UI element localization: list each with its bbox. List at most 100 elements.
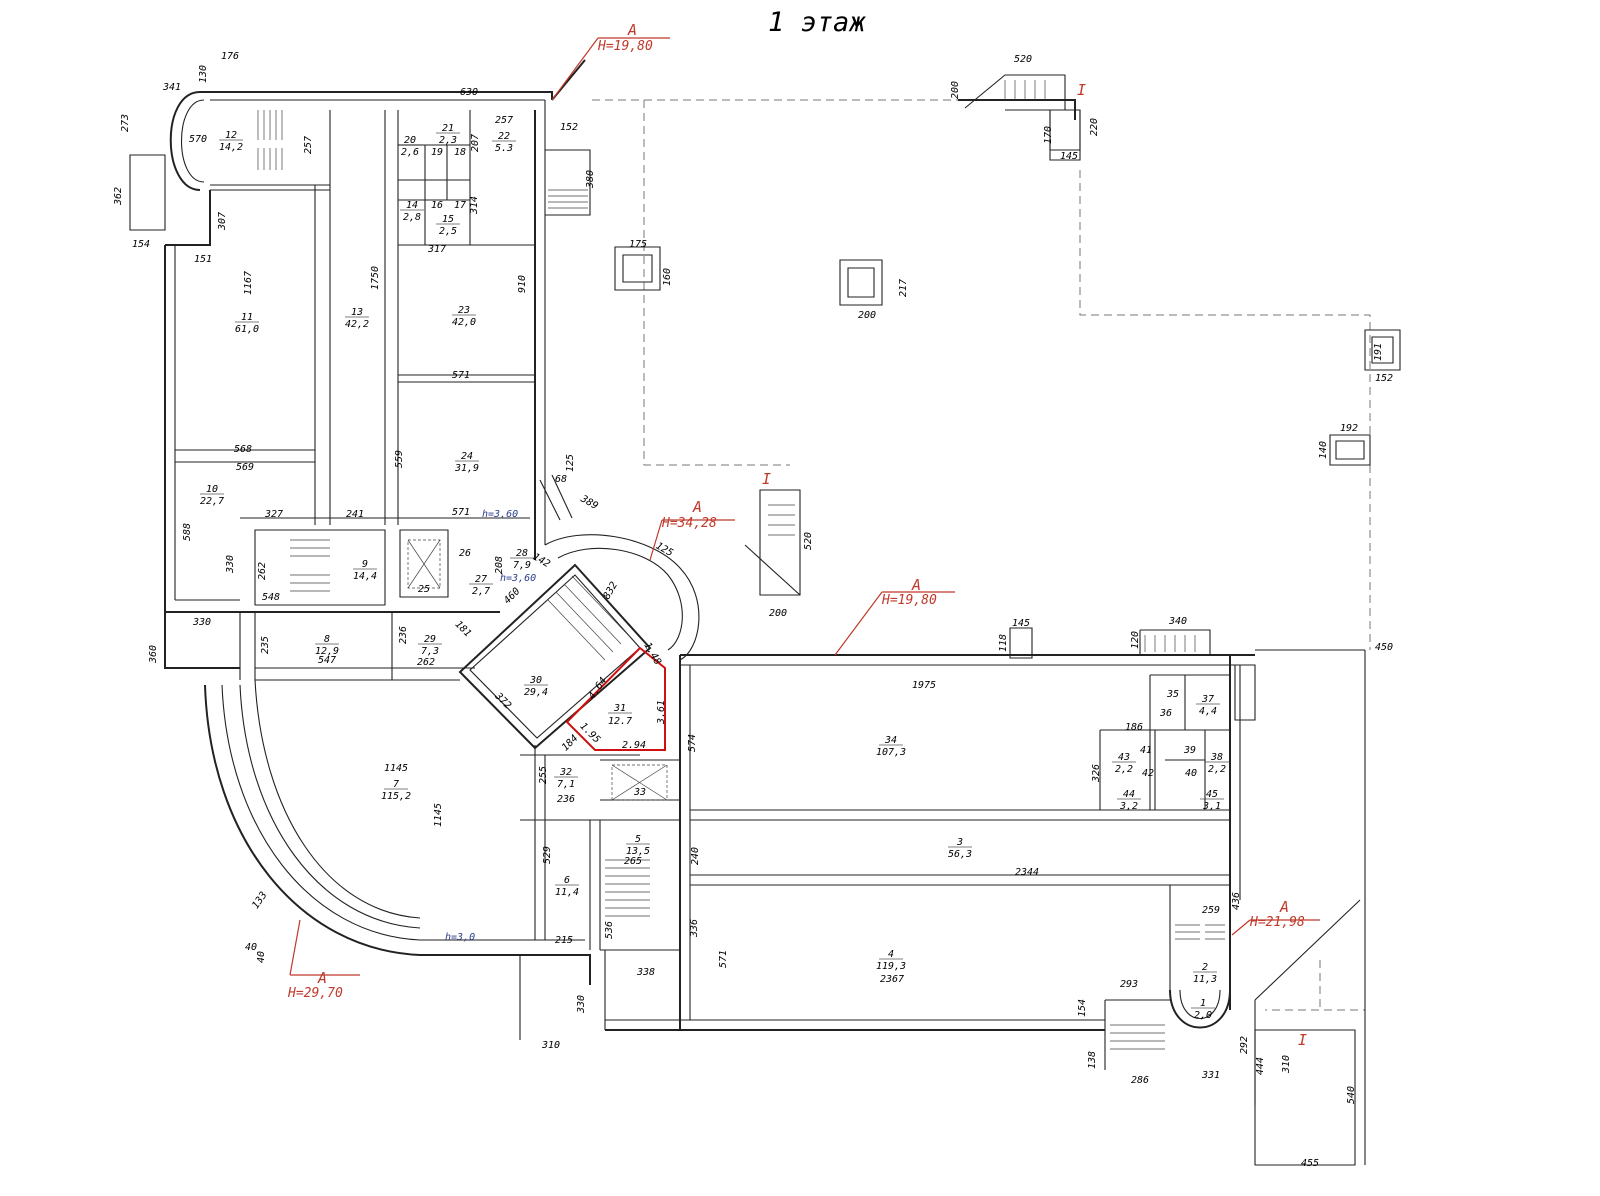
- room-labels: 12,0211,3356,34119,3513,5611,47115,2812,…: [200, 123, 1229, 1021]
- dimension-label: 259: [1202, 905, 1220, 916]
- room-area: 2,2: [1115, 764, 1133, 775]
- room-area: 11,3: [1193, 974, 1217, 985]
- ceiling-height: h=3,60: [482, 509, 518, 520]
- dimension-label: 273: [120, 114, 131, 132]
- dimension-label: 547: [318, 655, 336, 666]
- dimension-label: 1145: [384, 763, 408, 774]
- room-area: 2,7: [472, 586, 490, 597]
- dimension-label: 208: [494, 556, 505, 574]
- ceiling-height: h=3,0: [445, 932, 475, 943]
- dimension-label: 236: [398, 626, 409, 644]
- room-area: 61,0: [235, 324, 259, 335]
- dimension-label: 314: [469, 196, 480, 215]
- room-number: 14: [406, 200, 418, 211]
- dimension-label: 125: [654, 541, 675, 560]
- dimension-label: 571: [452, 507, 470, 518]
- room-number: 4: [888, 949, 894, 960]
- dimension-label: 455: [1301, 1158, 1319, 1169]
- dimension-label: 130: [198, 65, 209, 83]
- dimension-label: 536: [604, 921, 615, 939]
- elevation-letter: A: [317, 969, 327, 987]
- room-area: 3,1: [1202, 801, 1221, 812]
- dimension-label: 262: [417, 657, 435, 668]
- dimension-label: 118: [998, 634, 1009, 652]
- room-number: 42: [1142, 768, 1154, 779]
- room-side-dimension: 1.95: [577, 721, 602, 746]
- elevation-letter: A: [1279, 898, 1289, 916]
- dimension-label: 520: [803, 532, 814, 550]
- dimension-label: 200: [858, 310, 876, 321]
- dimension-label: 235: [260, 636, 271, 654]
- room-number: 20: [404, 135, 416, 146]
- dimension-label: 154: [132, 239, 150, 250]
- room-area: 119,3: [876, 961, 906, 972]
- room-area: 2,2: [1208, 764, 1226, 775]
- dimension-label: 152: [1375, 373, 1393, 384]
- elevation-value: H=19,80: [597, 39, 653, 54]
- room-area: 2,8: [403, 212, 421, 223]
- room-number: 8: [324, 634, 330, 645]
- walls: [129, 37, 1401, 1166]
- room-area: 7,9: [513, 560, 531, 571]
- dimension-label: 307: [217, 212, 228, 231]
- room-number: 15: [442, 214, 454, 225]
- room-number: 23: [458, 305, 470, 316]
- dimension-label: 2344: [1015, 867, 1039, 878]
- room-area: 7,3: [421, 646, 439, 657]
- dimension-label: 559: [394, 450, 405, 468]
- dimension-label: 444: [1255, 1057, 1266, 1075]
- room-number: 43: [1118, 752, 1130, 763]
- elevation-value: H=34,28: [661, 516, 717, 531]
- dimension-label: 138: [1087, 1051, 1098, 1069]
- elevation-letter: A: [627, 21, 637, 39]
- room-number: 19: [431, 147, 443, 158]
- dimension-label: 240: [690, 847, 701, 865]
- dimension-label: 200: [769, 608, 787, 619]
- room-area: 31,9: [454, 463, 479, 474]
- dimension-label: 340: [1168, 616, 1187, 627]
- elevation-value: H=21,98: [1249, 915, 1305, 930]
- dimension-label: 152: [560, 122, 578, 133]
- room-number: 44: [1123, 789, 1135, 800]
- dimension-label: 540: [1346, 1086, 1357, 1104]
- dimension-label: 186: [1125, 722, 1143, 733]
- dimension-label: 192: [1340, 423, 1358, 434]
- dimension-label: 389: [578, 493, 600, 512]
- room-area: 56,3: [948, 849, 972, 860]
- room-number: 17: [454, 200, 466, 211]
- room-number: 34: [884, 735, 897, 746]
- dimension-label: 569: [236, 462, 254, 473]
- dimension-label: 293: [1120, 979, 1138, 990]
- dimension-label: 529: [542, 846, 553, 864]
- dimension-label: 570: [189, 134, 207, 145]
- dimension-label: 292: [1239, 1036, 1250, 1054]
- dimension-label: 330: [192, 617, 211, 628]
- dimension-label: 215: [555, 935, 573, 946]
- room-number: 30: [529, 675, 542, 686]
- dimension-label: 160: [662, 268, 673, 286]
- room-area: 14,2: [219, 142, 243, 153]
- room-area: 12,9: [315, 646, 339, 657]
- dimension-label: 460: [502, 586, 523, 607]
- dimension-label: 450: [1375, 642, 1393, 653]
- room-number: 2: [1202, 962, 1208, 973]
- section-mark: I: [1298, 1031, 1307, 1049]
- dimension-label: 330: [225, 555, 236, 574]
- room-number: 11: [241, 312, 253, 323]
- dimension-label: 630: [460, 87, 478, 98]
- elevation-marks: A H=19,80 A H=34,28 A H=19,80 A H=29,70 …: [287, 21, 1305, 1001]
- dimension-label: 360: [148, 645, 159, 664]
- elevation-letter: A: [692, 498, 702, 516]
- room-number: 26: [459, 548, 471, 559]
- dimension-label: 571: [718, 950, 729, 968]
- dimension-label: 125: [565, 454, 576, 472]
- room-number: 32: [559, 767, 572, 778]
- room-number: 39: [1183, 745, 1196, 756]
- room-number: 31: [613, 703, 626, 714]
- dimension-label: 832: [602, 580, 621, 601]
- dimension-label: 331: [1201, 1070, 1220, 1081]
- dimension-label: 574: [687, 734, 698, 752]
